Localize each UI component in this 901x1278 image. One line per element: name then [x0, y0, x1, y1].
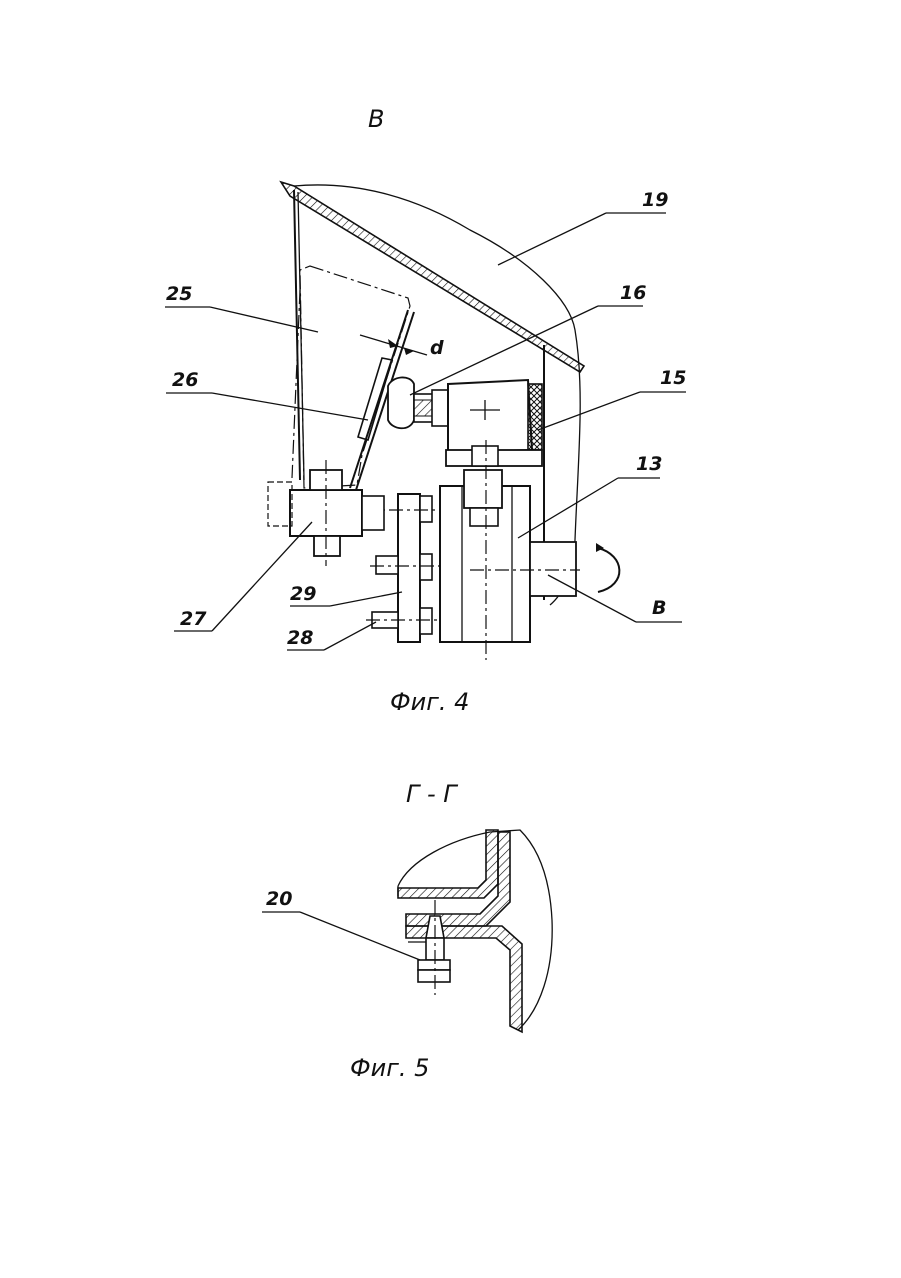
label-16: 16: [620, 282, 646, 304]
figure-4: В: [165, 105, 686, 716]
label-20: 20: [266, 888, 292, 910]
angle-profile: [398, 830, 522, 1032]
view-label-v: В: [368, 105, 384, 133]
label-15: 15: [660, 367, 686, 389]
caption-figure-4: Фиг. 4: [390, 688, 469, 716]
label-27: 27: [180, 608, 207, 630]
label-d: d: [430, 337, 444, 359]
label-v-arrow: В: [652, 597, 666, 619]
label-29: 29: [290, 583, 316, 605]
label-25: 25: [166, 283, 192, 305]
figure-5: Г - Г 20 Фиг. 5: [262, 780, 552, 1082]
caption-figure-5: Фиг. 5: [350, 1054, 429, 1082]
leader-20-b: [300, 912, 420, 960]
label-28: 28: [287, 627, 313, 649]
label-19: 19: [642, 189, 668, 211]
label-26: 26: [172, 369, 198, 391]
stop-16: [388, 377, 542, 452]
body-13: [440, 440, 619, 660]
section-label-g-g: Г - Г: [406, 780, 458, 808]
label-13: 13: [636, 453, 662, 475]
